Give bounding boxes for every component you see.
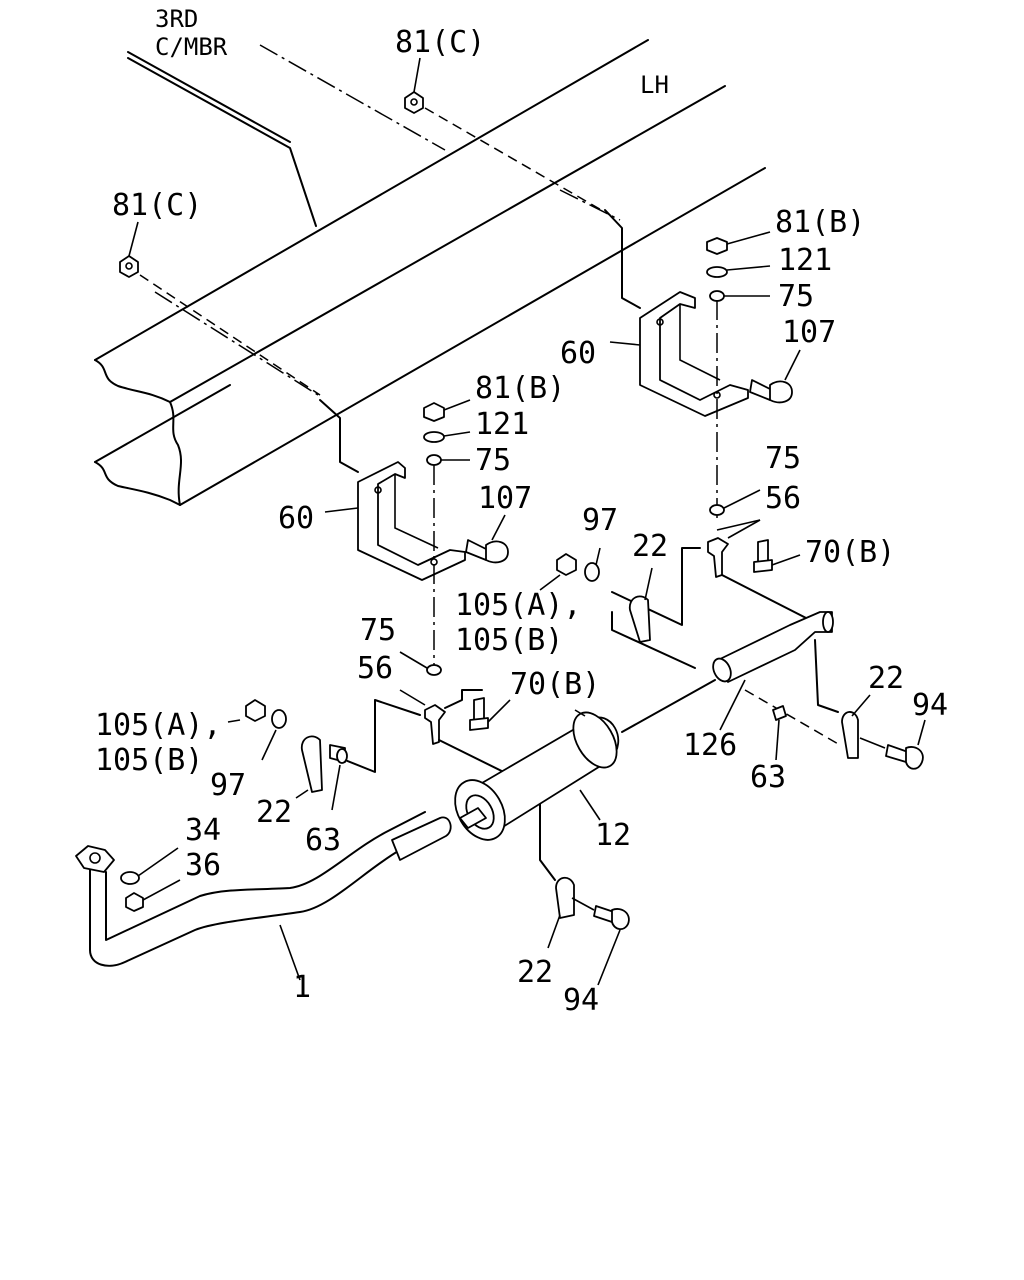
- label-126: 126: [683, 728, 737, 763]
- label-63-left: 63: [305, 823, 341, 858]
- label-63-right: 63: [750, 760, 786, 795]
- label-94-lower: 94: [563, 983, 599, 1018]
- gasket-nut-group: [120, 847, 181, 912]
- nut-81c-left: [119, 221, 321, 396]
- label-22-mid: 22: [632, 529, 668, 564]
- label-1: 1: [293, 970, 311, 1005]
- label-70b-right: 70(B): [805, 535, 895, 570]
- label-105a-mid: 105(A),: [455, 588, 581, 623]
- label-75-right: 75: [778, 279, 814, 314]
- label-75-mid-left: 75: [360, 613, 396, 648]
- muffler: [454, 679, 716, 841]
- label-60-right: 60: [560, 336, 596, 371]
- label-94-right: 94: [912, 688, 948, 723]
- left-hanger: [344, 651, 556, 881]
- label-75-left: 75: [475, 443, 511, 478]
- label-75-mid-right: 75: [765, 441, 801, 476]
- label-97-left: 97: [210, 768, 246, 803]
- label-121-left: 121: [475, 407, 529, 442]
- label-105b-left: 105(B): [95, 743, 203, 778]
- label-12: 12: [595, 818, 631, 853]
- right-bracket-assembly: [604, 209, 801, 520]
- left-clamp-group: [227, 699, 348, 811]
- cross-member-label-line1: 3RD: [155, 5, 198, 33]
- label-107-right: 107: [782, 315, 836, 350]
- label-105a-left: 105(A),: [95, 708, 221, 743]
- label-34: 34: [185, 813, 221, 848]
- side-label: LH: [640, 71, 669, 99]
- right-clamp-group: [772, 694, 926, 770]
- label-36: 36: [185, 848, 221, 883]
- mid-clamp-group: [539, 547, 653, 643]
- label-70b-left: 70(B): [510, 667, 600, 702]
- label-107-left: 107: [478, 481, 532, 516]
- left-bracket-assembly: [319, 399, 509, 665]
- label-56-right: 56: [765, 481, 801, 516]
- label-56-left: 56: [357, 651, 393, 686]
- label-97-mid: 97: [582, 503, 618, 538]
- label-60-left: 60: [278, 501, 314, 536]
- label-22-left: 22: [256, 795, 292, 830]
- nut-81c-top: [404, 57, 611, 216]
- label-22-right: 22: [868, 661, 904, 696]
- cross-member-label-line2: C/MBR: [155, 33, 228, 61]
- lower-clamp-group: [547, 876, 630, 986]
- tailpipe: [712, 611, 841, 746]
- front-pipe: [75, 811, 452, 981]
- label-81b-left: 81(B): [475, 371, 565, 406]
- label-81c-left: 81(C): [112, 188, 202, 223]
- label-81b-right: 81(B): [775, 205, 865, 240]
- label-22-lower: 22: [517, 955, 553, 990]
- label-105b-mid: 105(B): [455, 623, 563, 658]
- label-121-right: 121: [778, 243, 832, 278]
- label-81c-top: 81(C): [395, 25, 485, 60]
